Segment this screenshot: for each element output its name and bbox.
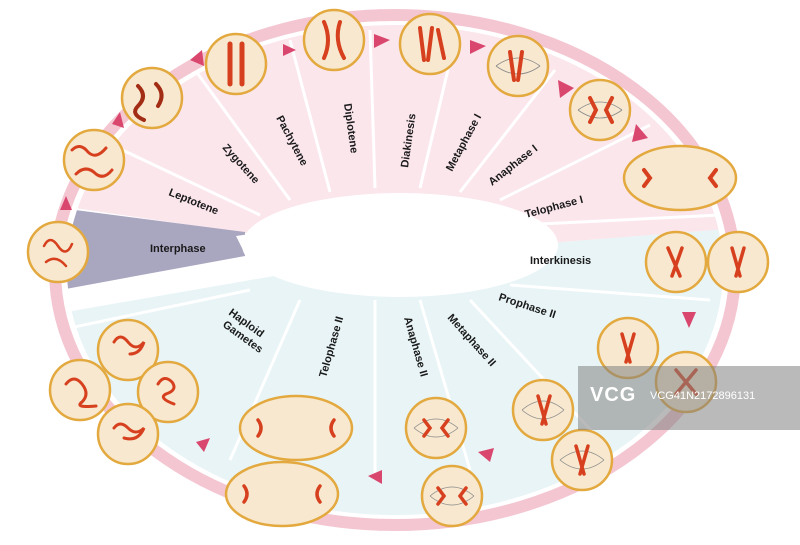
cell-telophase-1	[622, 144, 738, 212]
chrom-gamete-4	[112, 422, 146, 441]
label-interkinesis: Interkinesis	[530, 255, 591, 267]
cell-interkinesis-b	[706, 230, 770, 294]
watermark-id: VCG41N2172896131	[650, 390, 756, 402]
watermark-logo: VCG	[590, 384, 637, 406]
arrow-12	[196, 438, 210, 452]
arrow-1	[60, 196, 72, 210]
chrom-interkinesis-a	[666, 246, 684, 278]
arrow-10	[478, 448, 494, 462]
chrom-anaphase-2-b	[436, 486, 468, 506]
cell-metaphase-2-b	[550, 428, 614, 492]
chrom-metaphase-2-a	[536, 394, 552, 426]
cell-zygotene	[120, 66, 184, 130]
cell-interphase	[26, 220, 90, 284]
cell-gamete-2	[48, 358, 112, 422]
cell-telophase-2-a	[238, 394, 354, 462]
chrom-telophase-1	[642, 168, 718, 188]
interphase-notch	[236, 234, 250, 256]
chrom-anaphase-1	[588, 96, 614, 124]
cell-gamete-4	[96, 402, 160, 466]
arrow-9	[682, 312, 696, 328]
interphase-band	[67, 208, 245, 290]
arrow-4	[283, 44, 296, 56]
arrow-11	[368, 470, 382, 484]
chrom-pachytene	[227, 41, 245, 87]
chrom-telophase-2-b	[242, 484, 322, 504]
center-hole	[242, 193, 558, 297]
chrom-anaphase-2-a	[422, 418, 450, 438]
cycle-arrows	[60, 34, 696, 484]
chrom-metaphase-2-b	[574, 444, 590, 476]
chrom-diplotene	[322, 20, 346, 60]
arrow-6	[470, 40, 486, 54]
chrom-interphase	[42, 238, 74, 268]
cell-anaphase-2-b	[420, 464, 484, 528]
chrom-gamete-3	[156, 377, 176, 406]
chrom-gamete-2	[64, 377, 98, 408]
cell-leptotene	[62, 128, 126, 192]
cell-gamete-1	[96, 318, 160, 382]
chrom-zygotene	[133, 82, 164, 122]
arrow-3	[190, 50, 204, 66]
chromosomes	[42, 20, 746, 506]
arrow-7	[558, 80, 574, 98]
cell-anaphase-2-a	[404, 396, 468, 460]
arrow-2	[112, 112, 124, 128]
cell-pachytene	[204, 32, 268, 96]
chrom-leptotene	[70, 145, 114, 178]
arrow-8	[632, 124, 648, 142]
chrom-interkinesis-b	[730, 246, 746, 278]
chrom-metaphase-1	[508, 50, 524, 82]
chrom-prophase-2-a	[620, 332, 636, 364]
watermark: VCG VCG41N2172896131	[578, 366, 800, 430]
chrom-telophase-2-a	[256, 418, 336, 438]
cell-telophase-2-b	[224, 460, 340, 528]
cell-anaphase-1	[568, 78, 632, 142]
arrow-5	[374, 34, 390, 48]
chrom-diakinesis	[418, 26, 446, 62]
cell-diplotene	[302, 8, 366, 72]
label-interphase: Interphase	[150, 243, 206, 255]
chrom-gamete-1	[112, 335, 146, 356]
